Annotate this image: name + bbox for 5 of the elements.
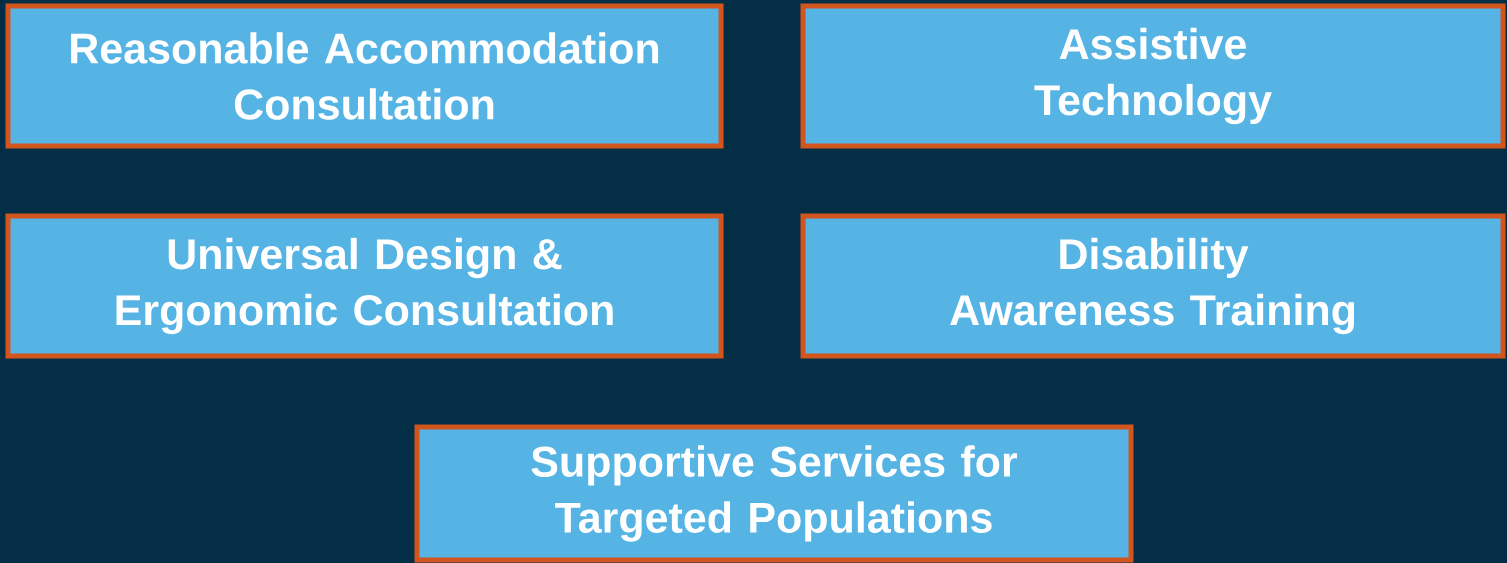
service-box: Universal Design & Ergonomic Consultation: [5, 213, 724, 359]
service-box: Supportive Services for Targeted Populations: [414, 424, 1134, 563]
service-box: Reasonable Accommodation Consultation: [5, 3, 724, 149]
service-box: Disability Awareness Training: [800, 213, 1506, 359]
service-box: Assistive Technology: [800, 3, 1506, 149]
